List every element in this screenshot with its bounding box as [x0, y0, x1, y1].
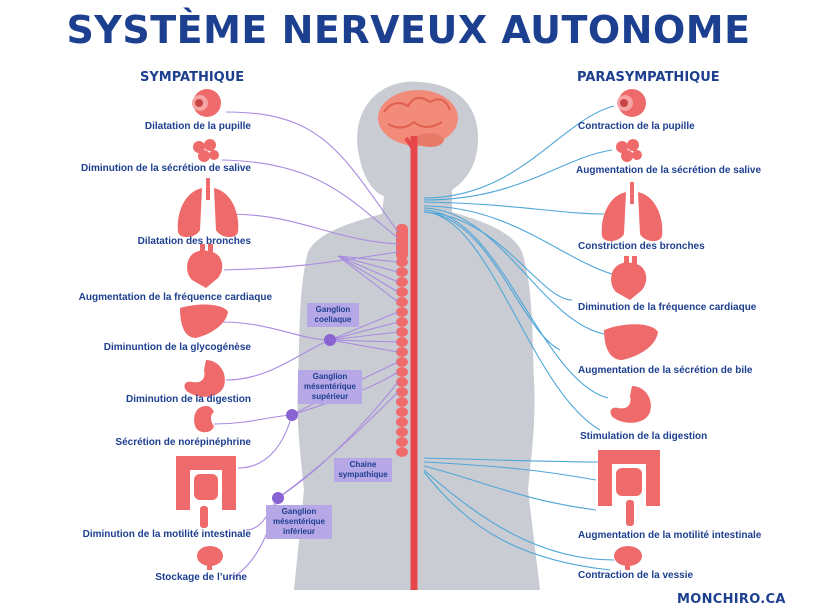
- brain-icon: [378, 90, 458, 147]
- ganglion-label-line: Ganglion: [312, 372, 348, 381]
- chain-bead: [396, 257, 408, 267]
- chain-bead: [396, 417, 408, 427]
- right-salivary-gland-icon: [616, 139, 642, 162]
- ganglion-label-line: mésentérique: [272, 517, 326, 526]
- superior-mesenteric-ganglion-label: Ganglion mésentérique supérieur: [298, 370, 362, 404]
- chain-bead: [396, 447, 408, 457]
- chain-bead: [396, 287, 408, 297]
- watermark-logo: MONCHIRO.CA: [677, 592, 786, 607]
- parasympathetic-heading: PARASYMPATHIQUE: [577, 70, 720, 85]
- ganglion-label-line: coeliaque: [314, 315, 352, 324]
- sympathetic-heading: SYMPATHIQUE: [140, 70, 245, 85]
- chain-bead: [396, 277, 408, 287]
- parasympathetic-effect-label: Contraction de la pupille: [578, 121, 695, 132]
- sympathetic-chain-beads: [396, 257, 408, 457]
- chain-bead: [396, 397, 408, 407]
- left-bladder-icon: [197, 546, 223, 570]
- ganglion-label-line: Ganglion: [315, 305, 351, 314]
- sympathetic-chain-label: Chaine sympathique: [334, 458, 392, 482]
- sympathetic-effect-label: Augmentation de la fréquence cardiaque: [78, 292, 272, 303]
- left-liver-icon: [180, 304, 228, 338]
- parasympathetic-effect-label: Augmentation de la sécrétion de bile: [578, 365, 753, 376]
- right-liver-icon: [604, 324, 658, 360]
- right-bladder-icon: [614, 546, 642, 570]
- sympathetic-chain: [396, 224, 408, 260]
- chain-bead: [396, 327, 408, 337]
- ganglion-label-line: supérieur: [311, 392, 349, 401]
- chain-bead: [396, 347, 408, 357]
- parasympathetic-nerves: [423, 105, 615, 571]
- left-kidney-icon: [194, 406, 214, 433]
- left-salivary-gland-icon: [193, 139, 219, 162]
- sympathetic-effect-label: Dilatation des bronches: [137, 236, 251, 247]
- chain-bead: [396, 407, 408, 417]
- sympathetic-effect-label: Dilatation de la pupille: [144, 121, 251, 132]
- celiac-ganglion-dot: [324, 334, 336, 346]
- inferior-mesenteric-ganglion-dot: [272, 492, 284, 504]
- parasympathetic-effect-label: Augmentation de la motilité intestinale: [578, 530, 762, 541]
- sympathetic-effect-label: Diminution de la sécrétion de salive: [80, 163, 251, 174]
- chain-bead: [396, 387, 408, 397]
- sympathetic-effect-label: Diminuntion de la glycogénèse: [103, 342, 251, 353]
- right-intestine-icon: [598, 450, 660, 526]
- chain-bead: [396, 427, 408, 437]
- chain-bead: [396, 357, 408, 367]
- left-lungs-icon: [177, 178, 239, 238]
- ganglion-label-line: Chaine: [349, 460, 377, 469]
- right-lungs-icon: [601, 182, 663, 242]
- sympathetic-effect-label: Diminution de la motilité intestinale: [82, 529, 251, 540]
- chain-bead: [396, 297, 408, 307]
- chain-bead: [396, 307, 408, 317]
- chain-bead: [396, 317, 408, 327]
- ganglion-label-line: Ganglion: [281, 507, 317, 516]
- parasympathetic-effect-label: Constriction des bronches: [578, 241, 705, 252]
- ganglion-label-line: inférieur: [282, 527, 315, 536]
- left-heart-icon: [187, 244, 223, 288]
- ganglion-label-line: mésentérique: [303, 382, 357, 391]
- spinal-cord: [404, 136, 418, 590]
- sympathetic-effect-label: Stockage de l’urine: [155, 572, 247, 583]
- chain-bead: [396, 267, 408, 277]
- right-eye-icon: [617, 89, 646, 117]
- left-eye-icon: [192, 89, 221, 117]
- left-intestine-icon: [176, 456, 236, 528]
- parasympathetic-effect-label: Stimulation de la digestion: [580, 431, 708, 442]
- parasympathetic-effect-label: Diminution de la fréquence cardiaque: [578, 302, 757, 313]
- page-title: SYSTÈME NERVEUX AUTONOME: [66, 8, 751, 52]
- chain-bead: [396, 437, 408, 447]
- chain-bead: [396, 367, 408, 377]
- ganglion-label-line: sympathique: [338, 470, 388, 479]
- right-stomach-icon: [610, 386, 651, 423]
- parasympathetic-effect-label: Augmentation de la sécrétion de salive: [576, 165, 762, 176]
- inferior-mesenteric-ganglion-label: Ganglion mésentérique inférieur: [266, 505, 332, 539]
- chain-bead: [396, 377, 408, 387]
- sympathetic-effect-label: Sécrétion de norépinéphrine: [115, 437, 251, 448]
- chain-bead: [396, 337, 408, 347]
- sympathetic-effect-label: Diminution de la digestion: [126, 394, 251, 405]
- right-heart-icon: [611, 256, 647, 300]
- celiac-ganglion-label: Ganglion coeliaque: [307, 303, 359, 327]
- left-stomach-icon: [184, 360, 225, 397]
- parasympathetic-effect-label: Contraction de la vessie: [578, 570, 694, 581]
- superior-mesenteric-ganglion-dot: [286, 409, 298, 421]
